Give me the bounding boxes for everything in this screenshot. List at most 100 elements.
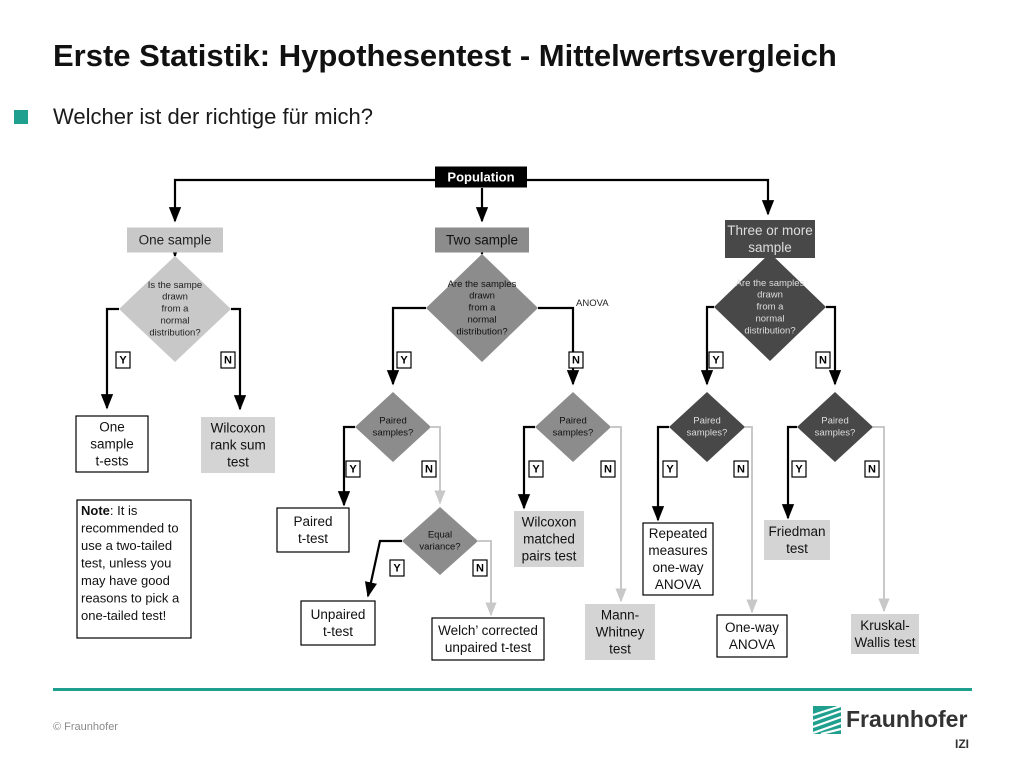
slide-title: Erste Statistik: Hypothesentest - Mittel… xyxy=(53,38,837,73)
node-label: test xyxy=(609,641,631,656)
branch-label: Y xyxy=(393,563,401,575)
node-three-sample: Three or more sample xyxy=(725,220,815,258)
node-label: One xyxy=(99,420,125,435)
branch-label: Y xyxy=(119,355,127,367)
node-label: Wilcoxon xyxy=(522,515,577,530)
connector-arrow xyxy=(337,425,355,507)
no-badge: N xyxy=(568,351,584,369)
node-label: t-ests xyxy=(95,453,128,468)
decision-diamond xyxy=(119,256,231,362)
node-label: normal xyxy=(755,313,784,324)
node-label: variance? xyxy=(419,541,460,552)
decision-diamond xyxy=(714,253,826,361)
connector-arrow xyxy=(538,306,580,386)
fraunhofer-logo-icon xyxy=(813,706,841,734)
node-label: Two sample xyxy=(446,233,518,248)
note-text: test, unless you xyxy=(81,556,171,571)
node-label: t-test xyxy=(298,531,328,546)
anova-label: ANOVA xyxy=(576,298,609,309)
branch-label: N xyxy=(425,464,433,476)
node-label: distribution? xyxy=(149,327,200,338)
node-label: normal xyxy=(467,314,496,325)
node-box xyxy=(725,220,815,258)
node-label: Is the sampe xyxy=(148,280,202,291)
note-text: one-tailed test! xyxy=(81,608,166,623)
node-label: samples? xyxy=(553,427,594,438)
note-text: may have good xyxy=(81,573,170,588)
no-badge: N xyxy=(220,351,236,369)
decision-diamond xyxy=(797,392,873,462)
branch-label: N xyxy=(868,464,876,476)
connector-arrow xyxy=(651,425,669,522)
connector-arrow xyxy=(517,425,535,510)
node-label: test xyxy=(227,454,249,469)
node-label: Mann- xyxy=(601,608,639,623)
branch-label: N xyxy=(737,464,745,476)
node-label: Paired xyxy=(293,514,332,529)
connector-arrow xyxy=(611,426,627,603)
decision-diamond xyxy=(669,392,745,462)
node-label: test xyxy=(786,541,808,556)
branch-label: Y xyxy=(666,464,674,476)
branch-label: Y xyxy=(795,464,803,476)
node-label: normal xyxy=(160,315,189,326)
note-text: recommended to xyxy=(81,521,179,536)
no-badge: N xyxy=(421,460,437,478)
no-badge: N xyxy=(472,559,488,577)
node-one-sample: One sample xyxy=(127,227,223,253)
node-label: Wilcoxon xyxy=(211,421,266,436)
node-label: from a xyxy=(757,302,785,313)
node-label: Paired xyxy=(693,416,720,427)
yes-badge: Y xyxy=(345,460,361,478)
node-label: Whitney xyxy=(596,625,645,640)
node-kruskal: Kruskal-Wallis test xyxy=(851,614,919,654)
node-label: rank sum xyxy=(210,438,266,453)
node-label: Three or more xyxy=(727,223,813,238)
yes-badge: Y xyxy=(708,351,724,369)
node-box xyxy=(585,604,655,660)
node-label: matched xyxy=(523,532,575,547)
footer-rule xyxy=(53,688,972,691)
node-label: Are the samples xyxy=(448,279,517,290)
banner-box xyxy=(435,166,527,188)
copyright-text: © Fraunhofer xyxy=(53,721,118,733)
node-box xyxy=(851,614,919,654)
node-label: unpaired t-test xyxy=(445,640,532,655)
yes-badge: Y xyxy=(791,460,807,478)
node-label: t-test xyxy=(323,624,353,639)
node-label: pairs test xyxy=(522,548,577,563)
connector-arrow xyxy=(386,306,426,386)
node-two-sample: Two sample xyxy=(435,227,529,253)
node-label: Paired xyxy=(559,416,586,427)
node-box xyxy=(642,522,714,596)
connector-arrow xyxy=(431,426,446,505)
node-box xyxy=(201,417,275,473)
node-label: sample xyxy=(748,240,792,255)
no-badge: N xyxy=(733,460,749,478)
node-label: One sample xyxy=(139,233,212,248)
node-label: One-way xyxy=(725,620,779,635)
no-badge: N xyxy=(864,460,880,478)
connector-arrow xyxy=(231,307,247,411)
node-label: Repeated xyxy=(649,526,708,541)
connector-arrow xyxy=(100,307,119,410)
yes-badge: Y xyxy=(396,351,412,369)
node-label: Kruskal- xyxy=(860,618,910,633)
connector-arrow xyxy=(168,178,435,223)
no-badge: N xyxy=(600,460,616,478)
node-label: sample xyxy=(90,437,134,452)
decision-diamond xyxy=(426,254,538,362)
branch-label: Y xyxy=(349,464,357,476)
